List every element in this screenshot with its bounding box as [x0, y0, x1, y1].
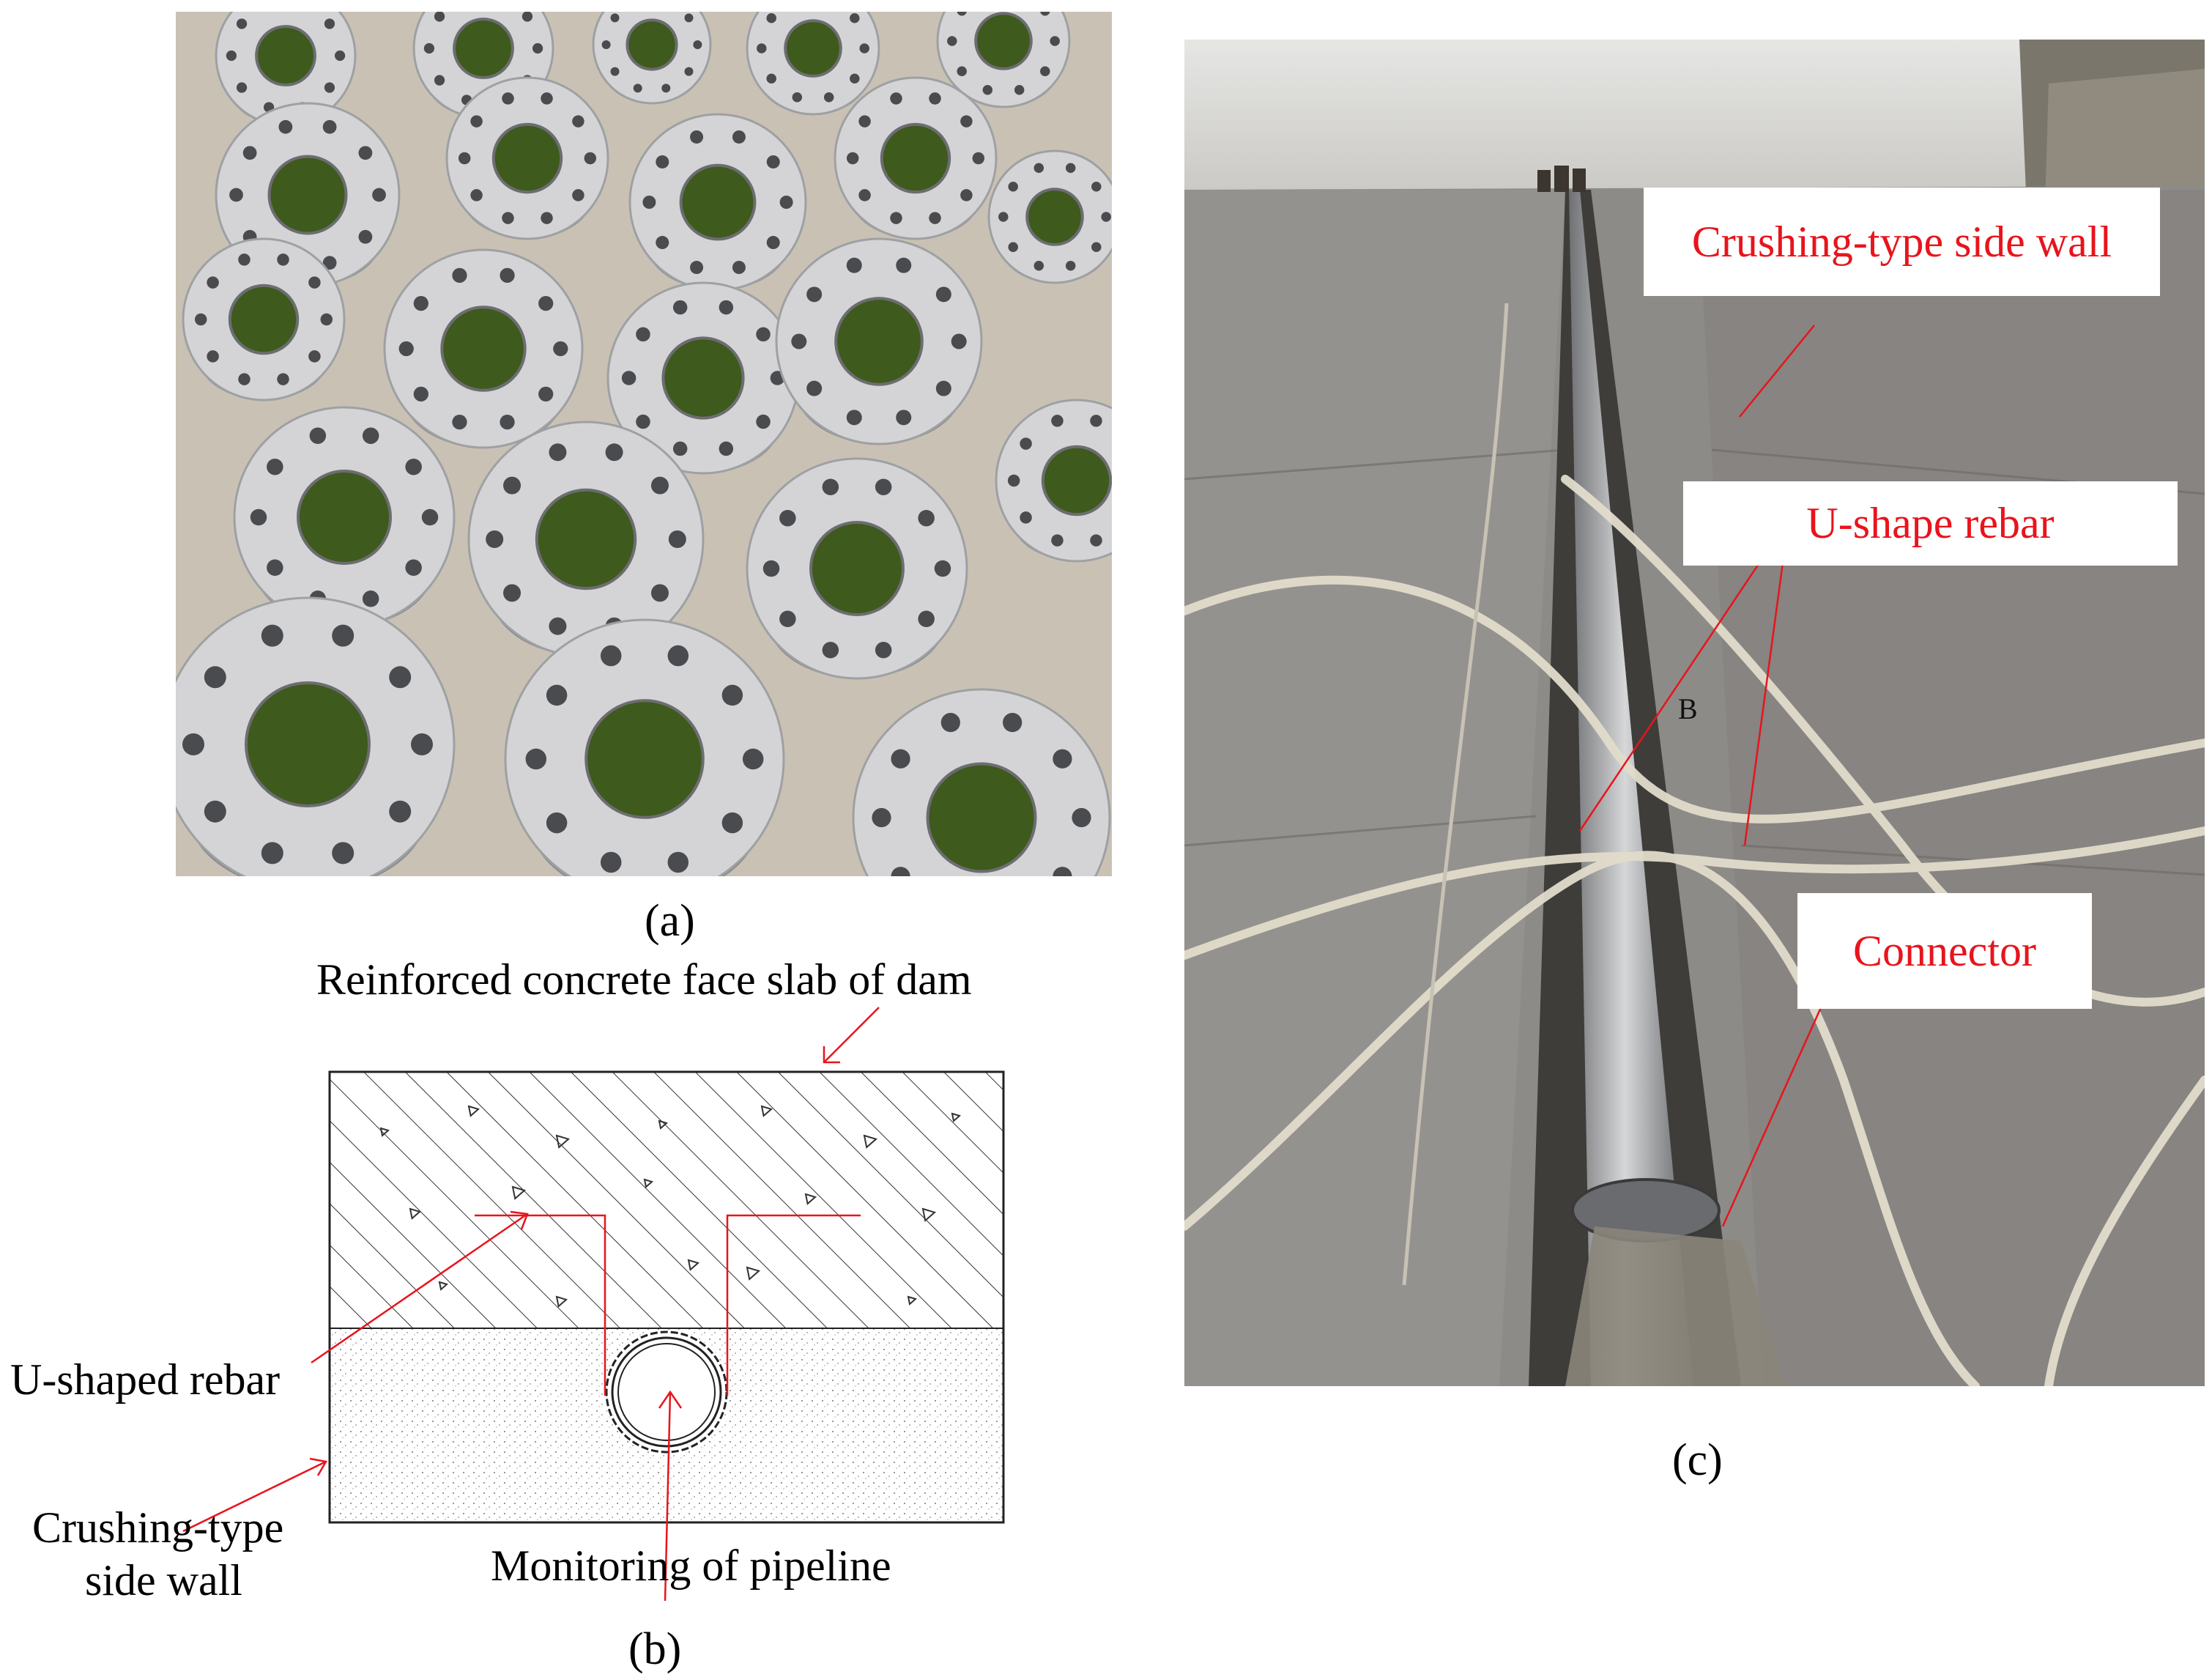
aggregate-mark [658, 1119, 669, 1130]
cross-section-drawing [182, 1007, 1005, 1602]
marker-b: B [1678, 692, 1698, 725]
flange-connector [834, 76, 998, 240]
caption-c: (c) [1672, 1435, 1723, 1485]
caption-a: (a) [645, 896, 695, 946]
flange-connector [606, 281, 800, 475]
flange-connector [445, 76, 609, 240]
aggregate-mark [921, 1207, 937, 1222]
flange-connector [215, 12, 357, 127]
flange-connector [504, 618, 785, 876]
aggregate-mark [643, 1178, 654, 1188]
label-u-shaped-rebar: U-shaped rebar [10, 1355, 281, 1404]
aggregate-mark [438, 1281, 449, 1291]
label-side-wall-line1: Crushing-type [32, 1503, 284, 1552]
aggregate-mark [555, 1295, 568, 1308]
aggregate-mark [951, 1112, 962, 1122]
flange-connector [775, 237, 983, 445]
label-monitoring-pipeline: Monitoring of pipeline [491, 1541, 891, 1590]
aggregate-mark [687, 1259, 700, 1271]
field-installation-photo: Crushing-type side wall U-shape rebar Co… [1184, 40, 2205, 1386]
callout-crushing-type-side-wall: Crushing-type side wall [1644, 188, 2160, 296]
flange-connector [746, 12, 880, 116]
flange-connector [233, 406, 456, 629]
instrument-cables [1184, 475, 2205, 1386]
callout-u-shape-rebar: U-shape rebar [1683, 481, 2178, 566]
flange-connector [936, 12, 1071, 108]
aggregate-mark [746, 1266, 761, 1281]
flange-connector [628, 113, 807, 292]
flange-connector [995, 399, 1112, 563]
flange-connectors-illustration [176, 12, 1112, 876]
flange-connector [215, 102, 401, 288]
flange-connector [987, 149, 1112, 284]
aggregate-mark [555, 1134, 571, 1149]
u-rebar-left-leg [475, 1214, 606, 1396]
callout-connector: Connector [1797, 893, 2092, 1009]
aggregate-mark [907, 1295, 918, 1306]
flange-connector [176, 596, 456, 876]
flange-connectors-photo [176, 12, 1112, 876]
monitoring-pipe [1569, 190, 1693, 1386]
aggregate-mark [760, 1105, 773, 1117]
flange-connector [852, 688, 1111, 876]
flange-connector [746, 457, 968, 680]
flange-connector [592, 12, 712, 105]
aggregate-mark [409, 1207, 422, 1220]
aggregate-mark [863, 1134, 878, 1149]
caption-b: (b) [628, 1624, 682, 1674]
field-installation-illustration [1184, 40, 2205, 1386]
aggregate-mark [379, 1127, 390, 1137]
aggregate-mark [804, 1193, 817, 1205]
cross-section-diagram: Reinforced concrete face slab of dam U-s… [0, 916, 1172, 1677]
aggregate-mark [467, 1105, 480, 1117]
flange-connector [182, 237, 346, 401]
label-face-slab: Reinforced concrete face slab of dam [316, 955, 972, 1004]
pipeline-section [611, 1336, 722, 1448]
u-rebar-right-leg [726, 1214, 861, 1396]
label-side-wall-line2: side wall [85, 1556, 242, 1604]
flange-connector [383, 248, 584, 449]
aggregate-mark [511, 1185, 527, 1200]
